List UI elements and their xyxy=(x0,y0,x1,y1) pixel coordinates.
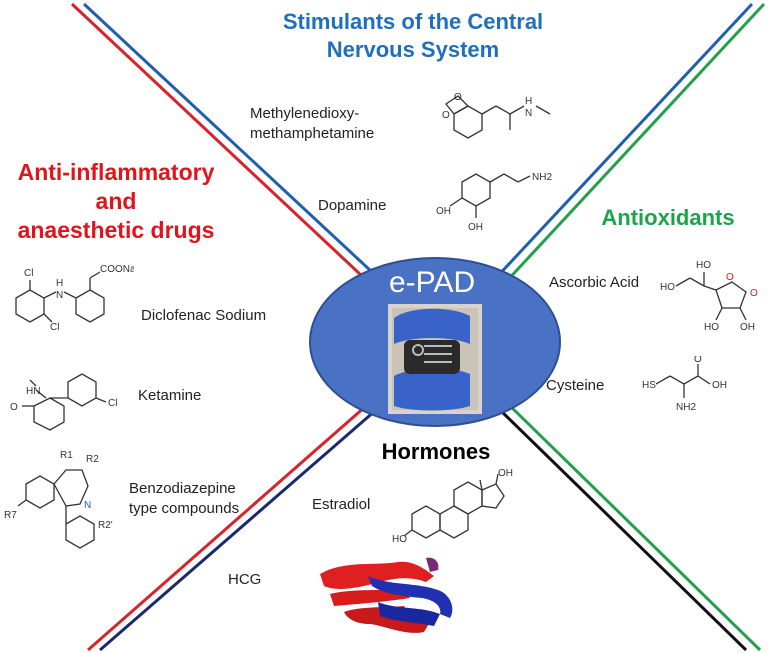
estradiol-structure: HO OH xyxy=(392,468,513,545)
compound-cysteine-name: Cysteine xyxy=(546,377,605,394)
compound-mdma-name: Methylenedioxy- methamphetamine xyxy=(250,104,374,145)
svg-text:O: O xyxy=(454,92,462,103)
compound-benzodiazepine-name: Benzodiazepine type compounds xyxy=(129,479,239,520)
diclofenac-cl-1: Cl xyxy=(24,268,33,279)
compound-ascorbic-name: Ascorbic Acid xyxy=(549,274,640,291)
compound-benzodiazepine-line2: type compounds xyxy=(129,500,240,518)
estradiol-ho: HO xyxy=(392,534,407,545)
line-bottom-left-darkblue xyxy=(99,408,377,652)
diclofenac-coona: COONa xyxy=(100,264,134,275)
line-bottom-left-red xyxy=(87,404,367,652)
ascorbic-ho-3: HO xyxy=(704,322,719,333)
line-top-left-red xyxy=(70,2,364,278)
compound-benzodiazepine-line1: Benzodiazepine xyxy=(129,480,236,497)
line-bottom-right-green xyxy=(504,400,762,652)
dopamine-nh2-label: NH2 xyxy=(532,172,552,183)
line-top-left-blue xyxy=(82,2,374,274)
hcg-protein-ribbon xyxy=(320,557,453,633)
ascorbic-ho-1: HO xyxy=(660,282,675,293)
compound-mdma-line2: methamphetamine xyxy=(250,125,375,143)
ketamine-cl: Cl xyxy=(108,398,117,409)
ketamine-o: O xyxy=(10,402,18,413)
category-stimulants-line1: Stimulants of the Central xyxy=(282,9,544,34)
ascorbic-ho-2: HO xyxy=(696,260,711,271)
cysteine-hs: HS xyxy=(642,380,656,391)
svg-text:H: H xyxy=(525,96,532,107)
ascorbic-o-carbonyl: O xyxy=(750,288,758,299)
cysteine-o: O xyxy=(694,356,702,365)
benzo-r1: R1 xyxy=(60,450,73,461)
line-bottom-right-black xyxy=(496,406,748,652)
dopamine-oh-label-1: OH xyxy=(436,206,451,217)
compound-estradiol-name: Estradiol xyxy=(312,496,371,513)
category-anti-inflammatory-line1: Anti-inflammatory xyxy=(17,159,215,185)
benzodiazepine-structure: R1 R2 R7 R2' N xyxy=(4,450,113,549)
svg-text:O: O xyxy=(442,110,450,121)
ascorbic-oh: OH xyxy=(740,322,755,333)
diclofenac-n: N xyxy=(56,290,63,301)
category-stimulants: Stimulants of the Central Nervous System xyxy=(248,8,578,63)
diclofenac-cl-2: Cl xyxy=(50,322,59,333)
epad-device-photo xyxy=(388,304,482,414)
ketamine-hn: HN xyxy=(26,386,40,397)
estradiol-oh: OH xyxy=(498,468,513,479)
benzo-n: N xyxy=(84,500,91,511)
category-stimulants-line2: Nervous System xyxy=(326,36,500,62)
benzo-r2: R2 xyxy=(86,454,99,465)
compound-dopamine-name: Dopamine xyxy=(318,197,387,214)
cysteine-nh2: NH2 xyxy=(676,402,696,413)
category-antioxidants: Antioxidants xyxy=(601,205,735,230)
line-top-right-blue xyxy=(492,2,754,282)
cysteine-oh: OH xyxy=(712,380,727,391)
cysteine-structure: HS O OH NH2 xyxy=(642,356,727,413)
diclofenac-h: H xyxy=(56,278,63,289)
compound-diclofenac-name: Diclofenac Sodium xyxy=(141,307,267,324)
category-anti-inflammatory-line3: anaesthetic drugs xyxy=(17,216,215,243)
benzo-r2p: R2' xyxy=(98,520,113,531)
ascorbic-structure: HO HO O O HO OH xyxy=(660,260,758,333)
category-anti-inflammatory: Anti-inflammatory and anaesthetic drugs xyxy=(0,158,232,244)
diclofenac-structure: Cl Cl H N COONa xyxy=(15,264,134,333)
compound-ketamine-name: Ketamine xyxy=(138,387,202,404)
mdma-structure: O O H N xyxy=(442,92,551,139)
dopamine-oh-label-2: OH xyxy=(468,222,483,233)
ketamine-structure: HN Cl O xyxy=(10,373,117,431)
ascorbic-o-ring: O xyxy=(726,272,734,283)
category-anti-inflammatory-line2: and xyxy=(95,187,137,214)
center-title: e-PAD xyxy=(389,266,476,299)
line-top-right-green xyxy=(502,2,766,286)
svg-text:N: N xyxy=(525,108,532,119)
dopamine-structure: NH2 OH OH xyxy=(436,172,552,233)
category-hormones: Hormones xyxy=(381,439,491,464)
compound-mdma-line1: Methylenedioxy- xyxy=(250,105,360,122)
benzo-r7: R7 xyxy=(4,510,17,521)
compound-hcg-name: HCG xyxy=(228,571,262,588)
